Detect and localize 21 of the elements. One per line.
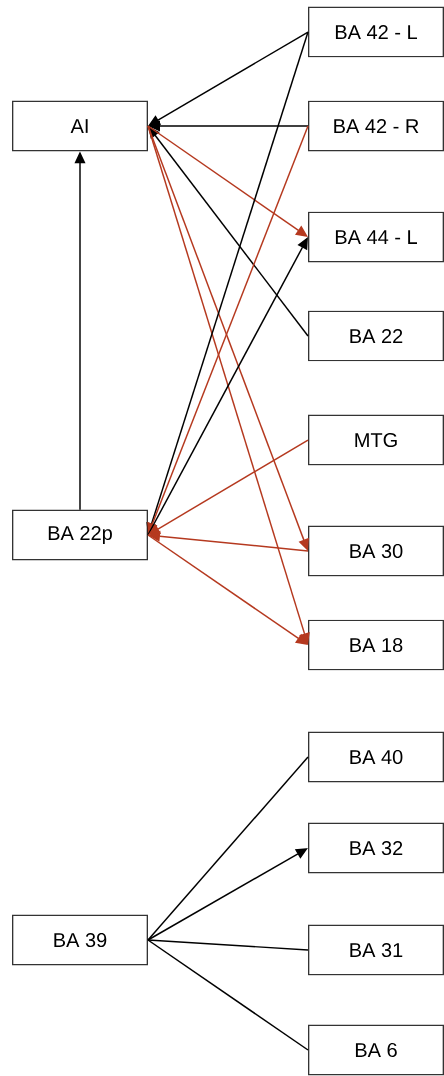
area-box: BA 44 - L [308, 211, 444, 263]
arrow [148, 126, 309, 337]
area-box: BA 40 [308, 731, 444, 783]
area-box: BA 30 [308, 525, 444, 577]
area-box: BA 39 [12, 914, 148, 966]
area-box: BA 42 - L [308, 6, 444, 58]
arrow [147, 125, 308, 237]
area-box: MTG [308, 414, 444, 466]
arrow [147, 848, 308, 941]
area-box: AI [12, 100, 148, 152]
area-box: BA 22p [12, 509, 148, 561]
arrow [148, 439, 309, 535]
arrow [148, 31, 309, 126]
arrow [147, 237, 308, 536]
area-box: BA 31 [308, 924, 444, 976]
area-box: BA 22 [308, 310, 444, 362]
area-box: BA 18 [308, 619, 444, 671]
area-box: BA 32 [308, 822, 444, 874]
area-box: BA 42 - R [308, 100, 444, 152]
arrow [147, 534, 308, 645]
area-box: BA 6 [308, 1024, 444, 1076]
